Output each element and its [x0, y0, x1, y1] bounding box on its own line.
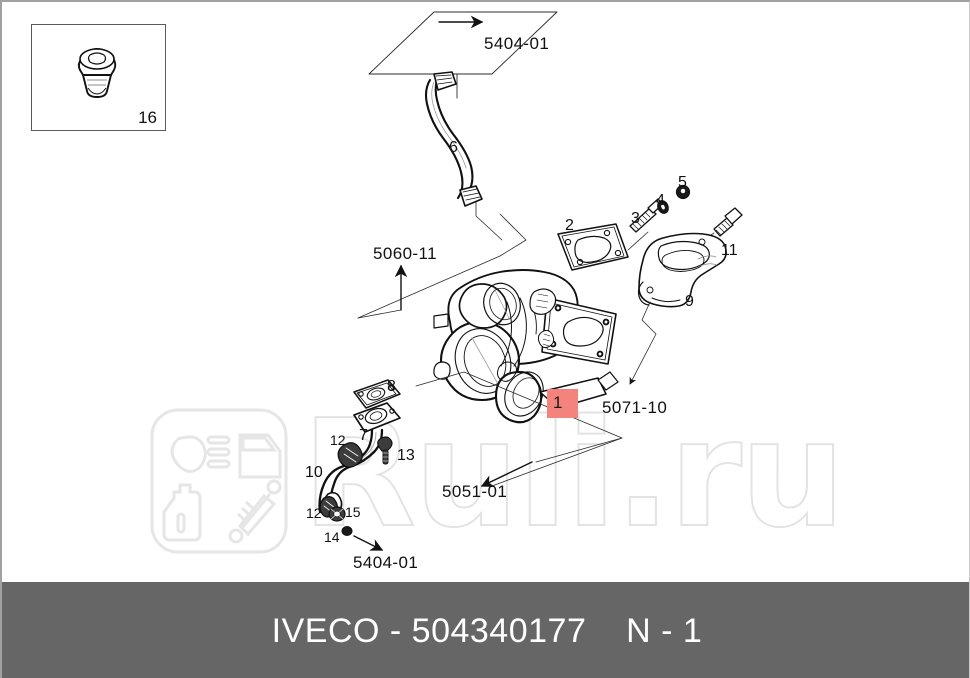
callout-leader-5071-10: [629, 301, 657, 385]
part-label-10: 10: [305, 464, 323, 481]
callout-leader-5404-01-bottom: [353, 535, 384, 551]
part-label-1-text: 1: [553, 393, 563, 412]
callout-5404-01-top: 5404-01: [484, 34, 550, 53]
part-6-oil-feed-pipe: [424, 71, 483, 207]
part-4-washer: [657, 200, 669, 214]
callout-5071-10: 5071-10: [602, 398, 668, 417]
part-11-bolt: [713, 207, 743, 237]
part-15-washer: [328, 506, 346, 522]
diagram-canvas: Ruli.ru: [2, 2, 969, 582]
callout-frame-5060-11: [357, 213, 527, 319]
part-12-upper-clamp: [337, 442, 363, 468]
footer-part-reference: IVECO - 504340177 N - 1: [271, 611, 703, 650]
part-label-1-highlighted: 1: [547, 389, 578, 418]
part-8-drain-gasket: [353, 379, 401, 409]
part-label-4: 4: [656, 192, 665, 209]
part-label-7: 7: [359, 427, 368, 444]
part-label-6: 6: [449, 139, 458, 156]
part-label-8: 8: [387, 378, 396, 395]
callout-5051-01: 5051-01: [442, 482, 508, 501]
part-5-nut: [675, 184, 691, 200]
callout-5060-11: 5060-11: [373, 244, 437, 263]
part-label-11: 11: [721, 242, 738, 259]
part-label-9: 9: [685, 293, 694, 310]
part-2-gasket: [557, 223, 629, 271]
callout-frame-5051-01: [415, 371, 623, 487]
callout-frame-5404-01-top: [368, 11, 558, 75]
part-label-2: 2: [565, 217, 574, 234]
inset-detail-box: 16: [31, 24, 166, 131]
footer-bar: IVECO - 504340177 N - 1: [2, 582, 969, 678]
inset-part-number: 16: [138, 108, 157, 127]
part-label-13: 13: [397, 447, 415, 464]
part-16-plug-icon: [77, 48, 117, 98]
part-13-bolt: [377, 436, 393, 465]
part-1-turbocharger: [433, 269, 619, 424]
part-label-12-upper: 12: [330, 432, 346, 448]
part-label-3: 3: [631, 210, 640, 227]
callout-5404-01-bottom: 5404-01: [353, 553, 419, 572]
part-label-14: 14: [324, 529, 340, 545]
part-9-exhaust-elbow: [637, 232, 727, 308]
part-14-plug: [341, 526, 353, 536]
part-label-5: 5: [678, 174, 687, 191]
part-label-15: 15: [345, 504, 361, 520]
part-label-12-lower: 12: [306, 505, 322, 521]
